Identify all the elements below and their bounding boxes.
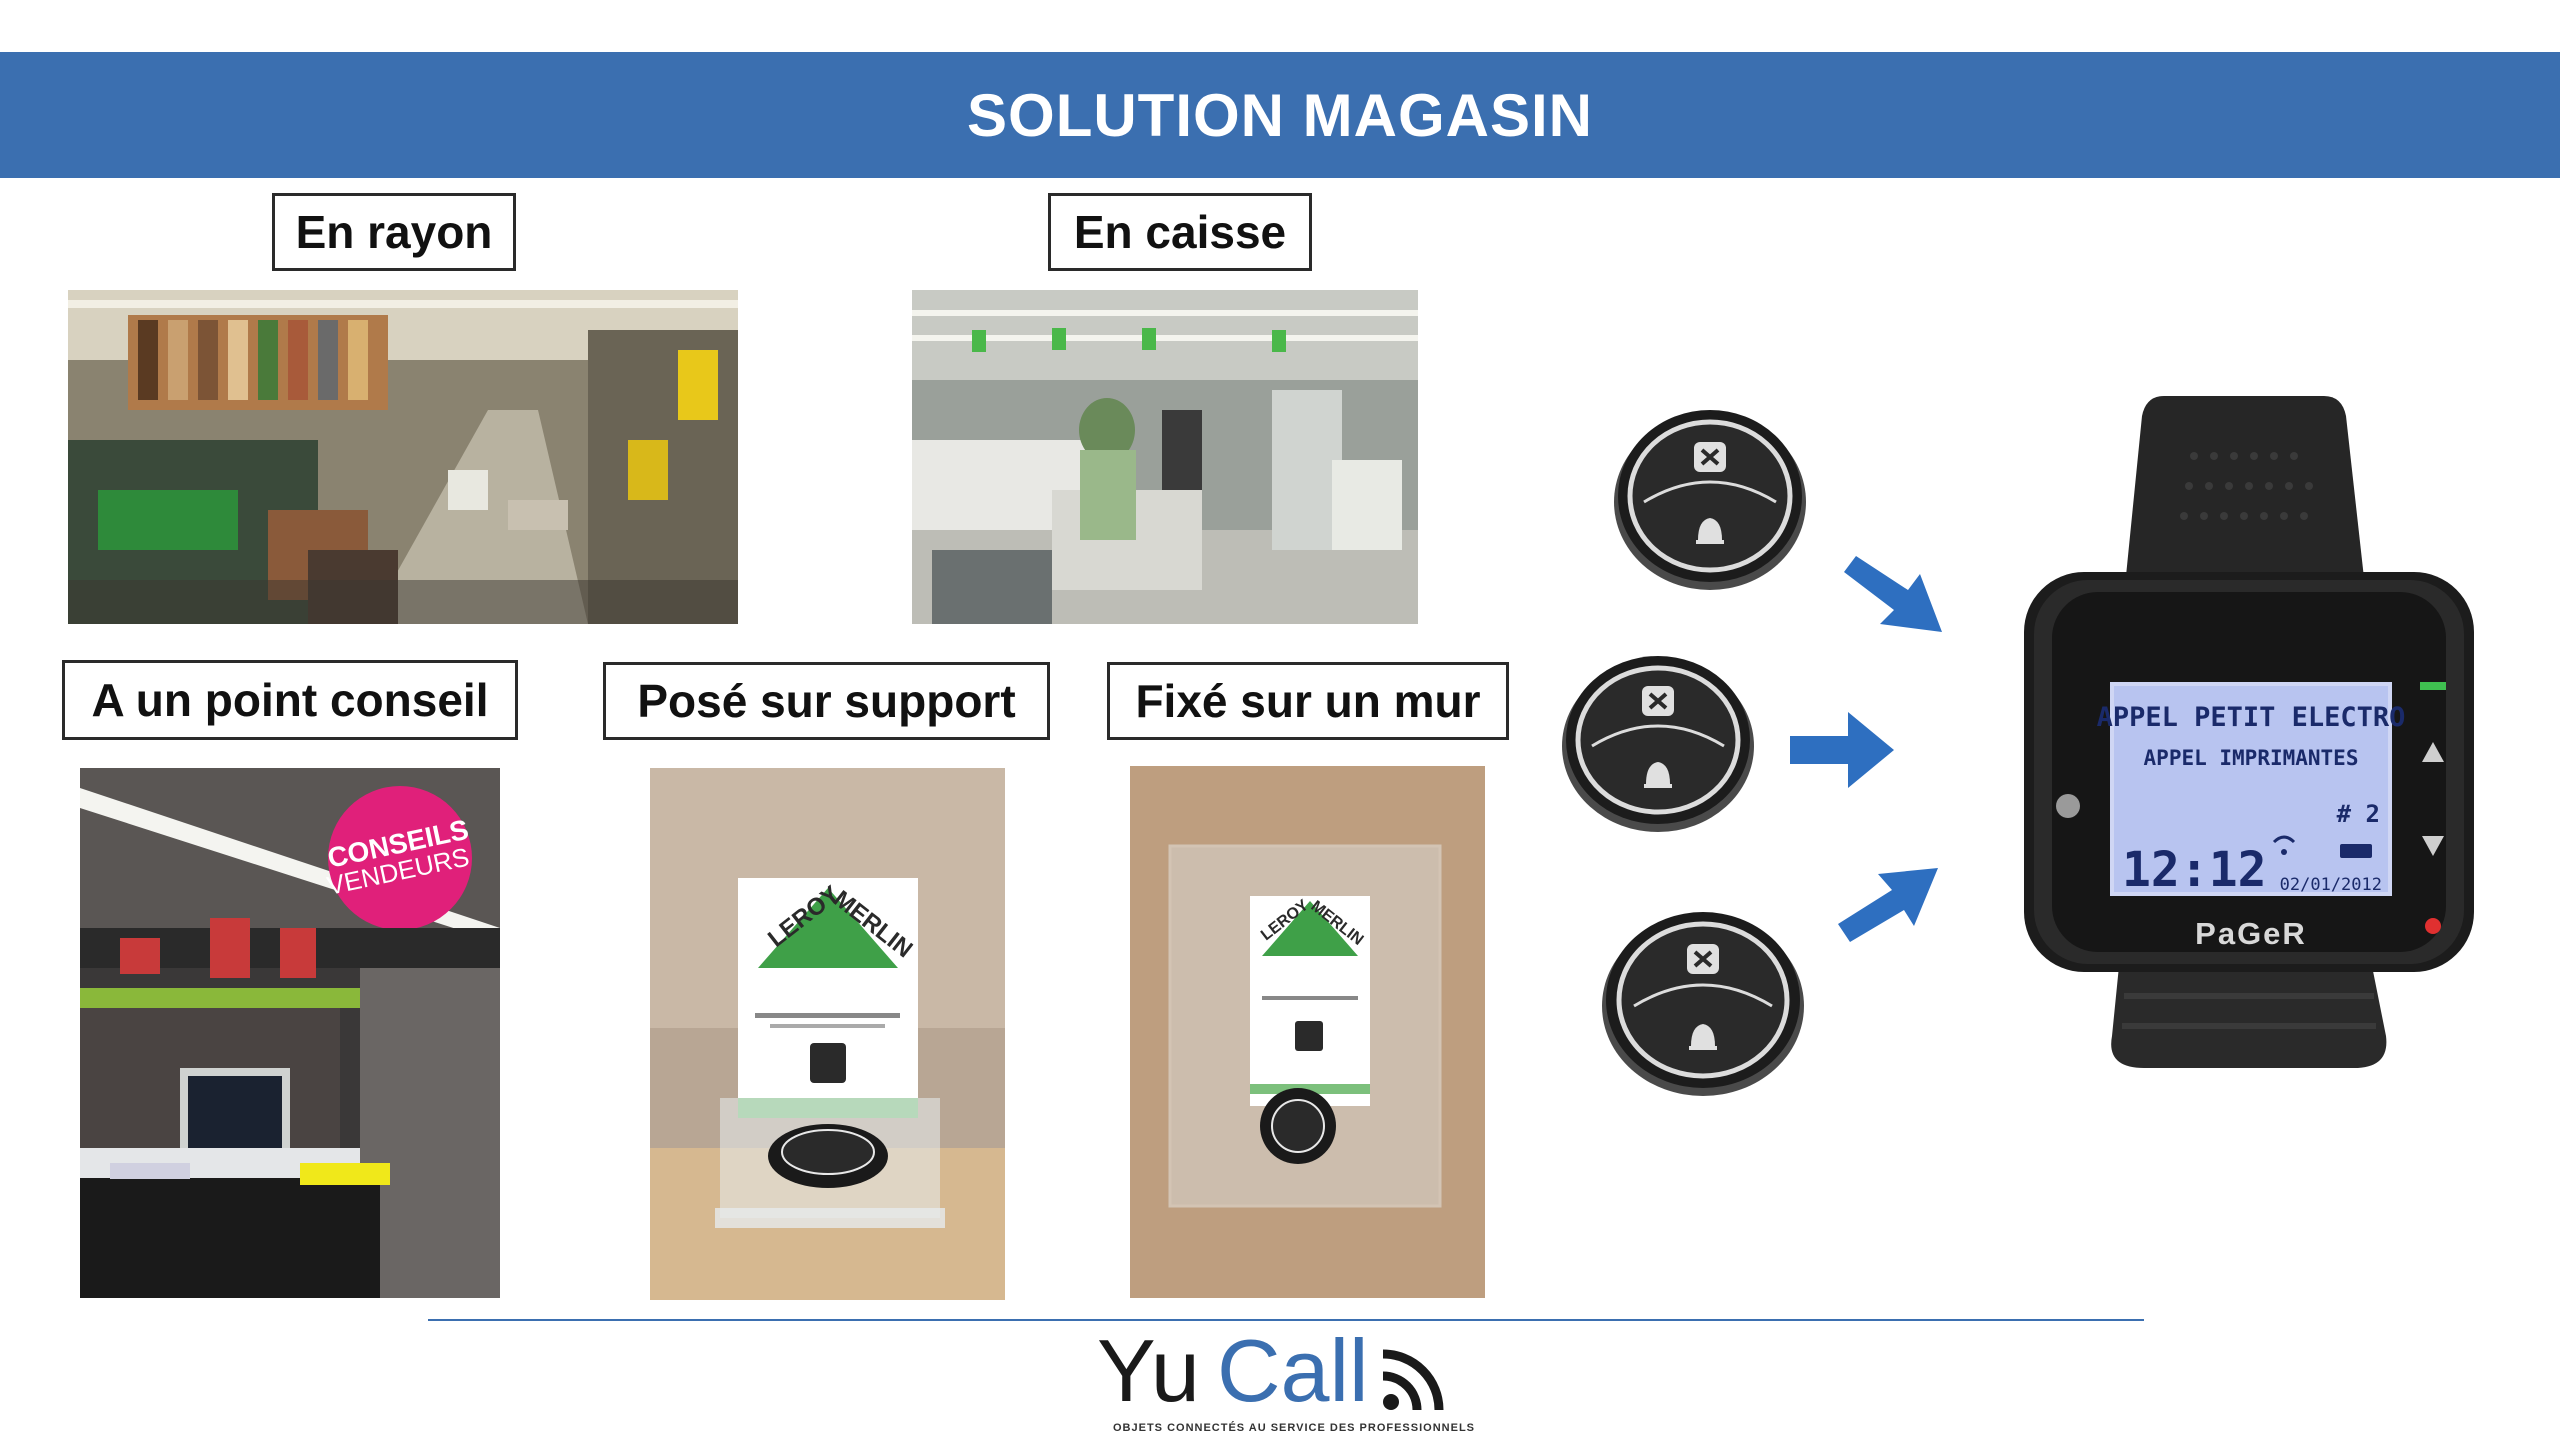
label-en-rayon: En rayon [272, 193, 516, 271]
photo-pose-support: LEROY MERLIN [650, 768, 1005, 1300]
wifi-signal-icon [2272, 835, 2296, 855]
call-button-icon [1600, 904, 1806, 1098]
call-button-icon [1612, 402, 1808, 592]
label-pose-support: Posé sur support [603, 662, 1050, 740]
logo-yu: Yu [1097, 1321, 1200, 1420]
photo-store-aisle [68, 290, 738, 624]
arrow-icon [1790, 712, 1894, 788]
yucall-logo: Yu Call OBJETS CONNECTÉS AU SERVICE DES … [1095, 1321, 1474, 1440]
pager-line1: APPEL PETIT ELECTRO [2097, 702, 2406, 733]
wifi-signal-icon [1382, 1349, 1444, 1411]
arrow-icon [1834, 862, 1944, 948]
call-button-icon [1560, 648, 1756, 834]
logo-call: Call [1217, 1321, 1369, 1420]
footer-divider [428, 1319, 2144, 1321]
pager-line2: APPEL IMPRIMANTES [2144, 746, 2359, 770]
pager-number: # 2 [2337, 800, 2380, 828]
photo-checkout [912, 290, 1418, 624]
label-en-caisse: En caisse [1048, 193, 1312, 271]
label-fixe-mur: Fixé sur un mur [1107, 662, 1509, 740]
header-banner: SOLUTION MAGASIN [0, 52, 2560, 178]
logo-tagline: OBJETS CONNECTÉS AU SERVICE DES PROFESSI… [1113, 1422, 1476, 1434]
photo-point-conseil: CONSEILS VENDEURS [80, 768, 500, 1298]
label-point-conseil: A un point conseil [62, 660, 518, 740]
pager-time: 12:12 [2122, 842, 2267, 898]
page-title: SOLUTION MAGASIN [967, 81, 1593, 149]
up-arrow-icon [2422, 742, 2444, 762]
arrow-icon [1838, 552, 1948, 636]
photo-fixe-mur: LEROY MERLIN [1130, 766, 1485, 1298]
down-arrow-icon [2422, 836, 2444, 856]
pager-watch: APPEL PETIT ELECTRO APPEL IMPRIMANTES # … [2024, 396, 2474, 1068]
pager-brand: PaGeR [2195, 916, 2307, 951]
pager-date: 02/01/2012 [2280, 875, 2382, 895]
